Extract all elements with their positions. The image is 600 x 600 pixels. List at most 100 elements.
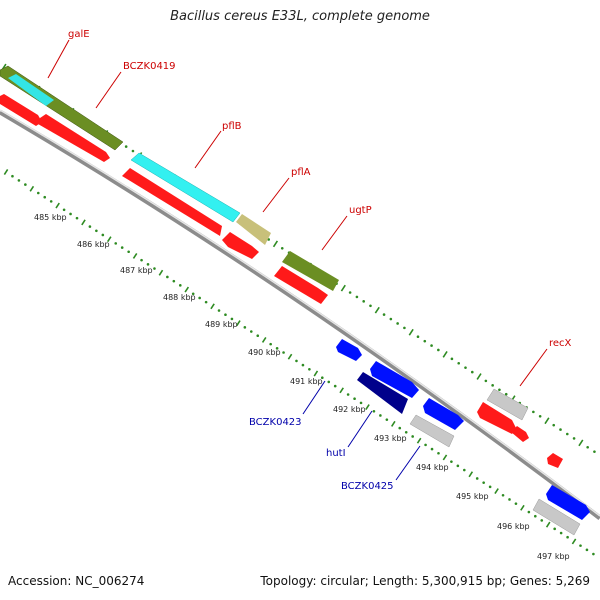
- scale-label: 494 kbp: [416, 463, 449, 472]
- scale-labels: 485 kbp 486 kbp 487 kbp 488 kbp 489 kbp …: [34, 213, 570, 561]
- gene-red-1[interactable]: [0, 94, 42, 126]
- track-dot: [346, 393, 350, 396]
- track-tick: [374, 306, 380, 314]
- track-dot: [140, 258, 143, 262]
- gene-red-2[interactable]: [38, 114, 110, 162]
- track-tick: [236, 320, 241, 327]
- track-tick: [416, 437, 422, 444]
- scale-label: 486 kbp: [77, 240, 110, 249]
- track-dot: [565, 432, 569, 436]
- track-tick: [442, 454, 448, 461]
- track-dot: [172, 279, 176, 283]
- genome-summary-text: Topology: circular; Length: 5,300,915 bp…: [260, 574, 590, 588]
- track-tick: [29, 185, 35, 192]
- inner-scale-track: [3, 169, 595, 556]
- track-dot: [95, 229, 98, 233]
- track-dot: [508, 498, 511, 501]
- track-dot: [538, 415, 542, 418]
- gene-blue-4[interactable]: [546, 485, 590, 520]
- track-dot: [333, 384, 337, 388]
- label-pflA: pflA: [291, 167, 311, 178]
- track-dot: [424, 443, 427, 447]
- track-tick: [81, 219, 86, 226]
- track-tick: [365, 404, 370, 411]
- gene-red-5[interactable]: [274, 266, 328, 304]
- track-dot: [457, 361, 461, 365]
- track-dot: [359, 401, 363, 405]
- track-tick: [55, 202, 60, 209]
- gene-cyan-small[interactable]: [8, 74, 54, 106]
- track-dot: [62, 208, 66, 212]
- track-tick: [476, 373, 482, 380]
- track-tick: [339, 387, 344, 394]
- scale-label: 488 kbp: [163, 293, 196, 302]
- track-dot: [579, 544, 582, 547]
- track-dot: [437, 348, 440, 352]
- track-dot: [191, 292, 195, 296]
- gene-features: [0, 65, 590, 536]
- track-dot: [243, 326, 247, 329]
- track-dot: [256, 334, 260, 338]
- track-dot: [423, 339, 427, 343]
- label-hutI: hutI: [326, 448, 346, 459]
- track-dot: [552, 423, 556, 427]
- gene-grey-2[interactable]: [532, 498, 581, 536]
- track-tick: [184, 286, 190, 293]
- gene-grey-1[interactable]: [409, 414, 455, 448]
- track-dot: [308, 368, 311, 371]
- gene-navy[interactable]: [357, 372, 408, 414]
- scale-label: 491 kbp: [290, 377, 323, 386]
- track-tick: [544, 417, 550, 425]
- track-tick: [494, 488, 499, 494]
- gene-blue-1[interactable]: [336, 339, 362, 361]
- track-dot: [527, 510, 531, 514]
- track-tick: [158, 269, 164, 276]
- track-dot: [198, 296, 201, 300]
- track-dot: [464, 366, 467, 369]
- track-dot: [572, 437, 576, 440]
- gene-red-6[interactable]: [477, 402, 516, 434]
- track-dot: [559, 428, 562, 431]
- gene-labels: galE BCZK0419 pflB pflA ugtP recX BCZK04…: [68, 29, 572, 492]
- track-dot: [320, 376, 324, 379]
- track-dot: [224, 313, 227, 317]
- gene-red-8[interactable]: [547, 453, 563, 468]
- track-dot: [11, 174, 14, 178]
- gene-pflA-feature[interactable]: [236, 214, 271, 245]
- gene-red-7[interactable]: [511, 426, 529, 442]
- gene-pflB-feature[interactable]: [130, 152, 241, 223]
- track-tick: [571, 538, 577, 545]
- track-dot: [69, 212, 72, 216]
- gene-red-4[interactable]: [222, 232, 259, 259]
- label-leaders: [47, 39, 548, 481]
- track-dot: [514, 502, 518, 505]
- gene-recX-feature[interactable]: [486, 388, 529, 421]
- track-dot: [403, 326, 406, 330]
- gene-blue-2[interactable]: [370, 361, 419, 398]
- track-dot: [463, 468, 466, 472]
- accession-text: Accession: NC_006274: [8, 574, 145, 588]
- track-tick: [287, 353, 293, 360]
- track-dot: [592, 552, 595, 556]
- track-dot: [127, 250, 130, 254]
- track-dot: [327, 380, 331, 384]
- track-tick: [390, 420, 396, 427]
- track-dot: [385, 418, 389, 421]
- gene-blue-3[interactable]: [423, 398, 464, 430]
- track-dot: [534, 514, 537, 518]
- track-dot: [348, 291, 352, 294]
- track-dot: [301, 363, 305, 367]
- track-dot: [230, 317, 234, 321]
- track-dot: [146, 263, 150, 266]
- track-dot: [437, 451, 440, 455]
- track-dot: [124, 145, 128, 148]
- gene-ugtP-feature[interactable]: [282, 251, 339, 291]
- gene-red-3[interactable]: [122, 168, 222, 236]
- track-tick: [210, 303, 215, 310]
- track-dot: [88, 225, 92, 228]
- track-dot: [450, 460, 453, 463]
- track-dot: [362, 300, 365, 303]
- track-dot: [36, 191, 40, 195]
- label-BCZK0419: BCZK0419: [123, 61, 176, 72]
